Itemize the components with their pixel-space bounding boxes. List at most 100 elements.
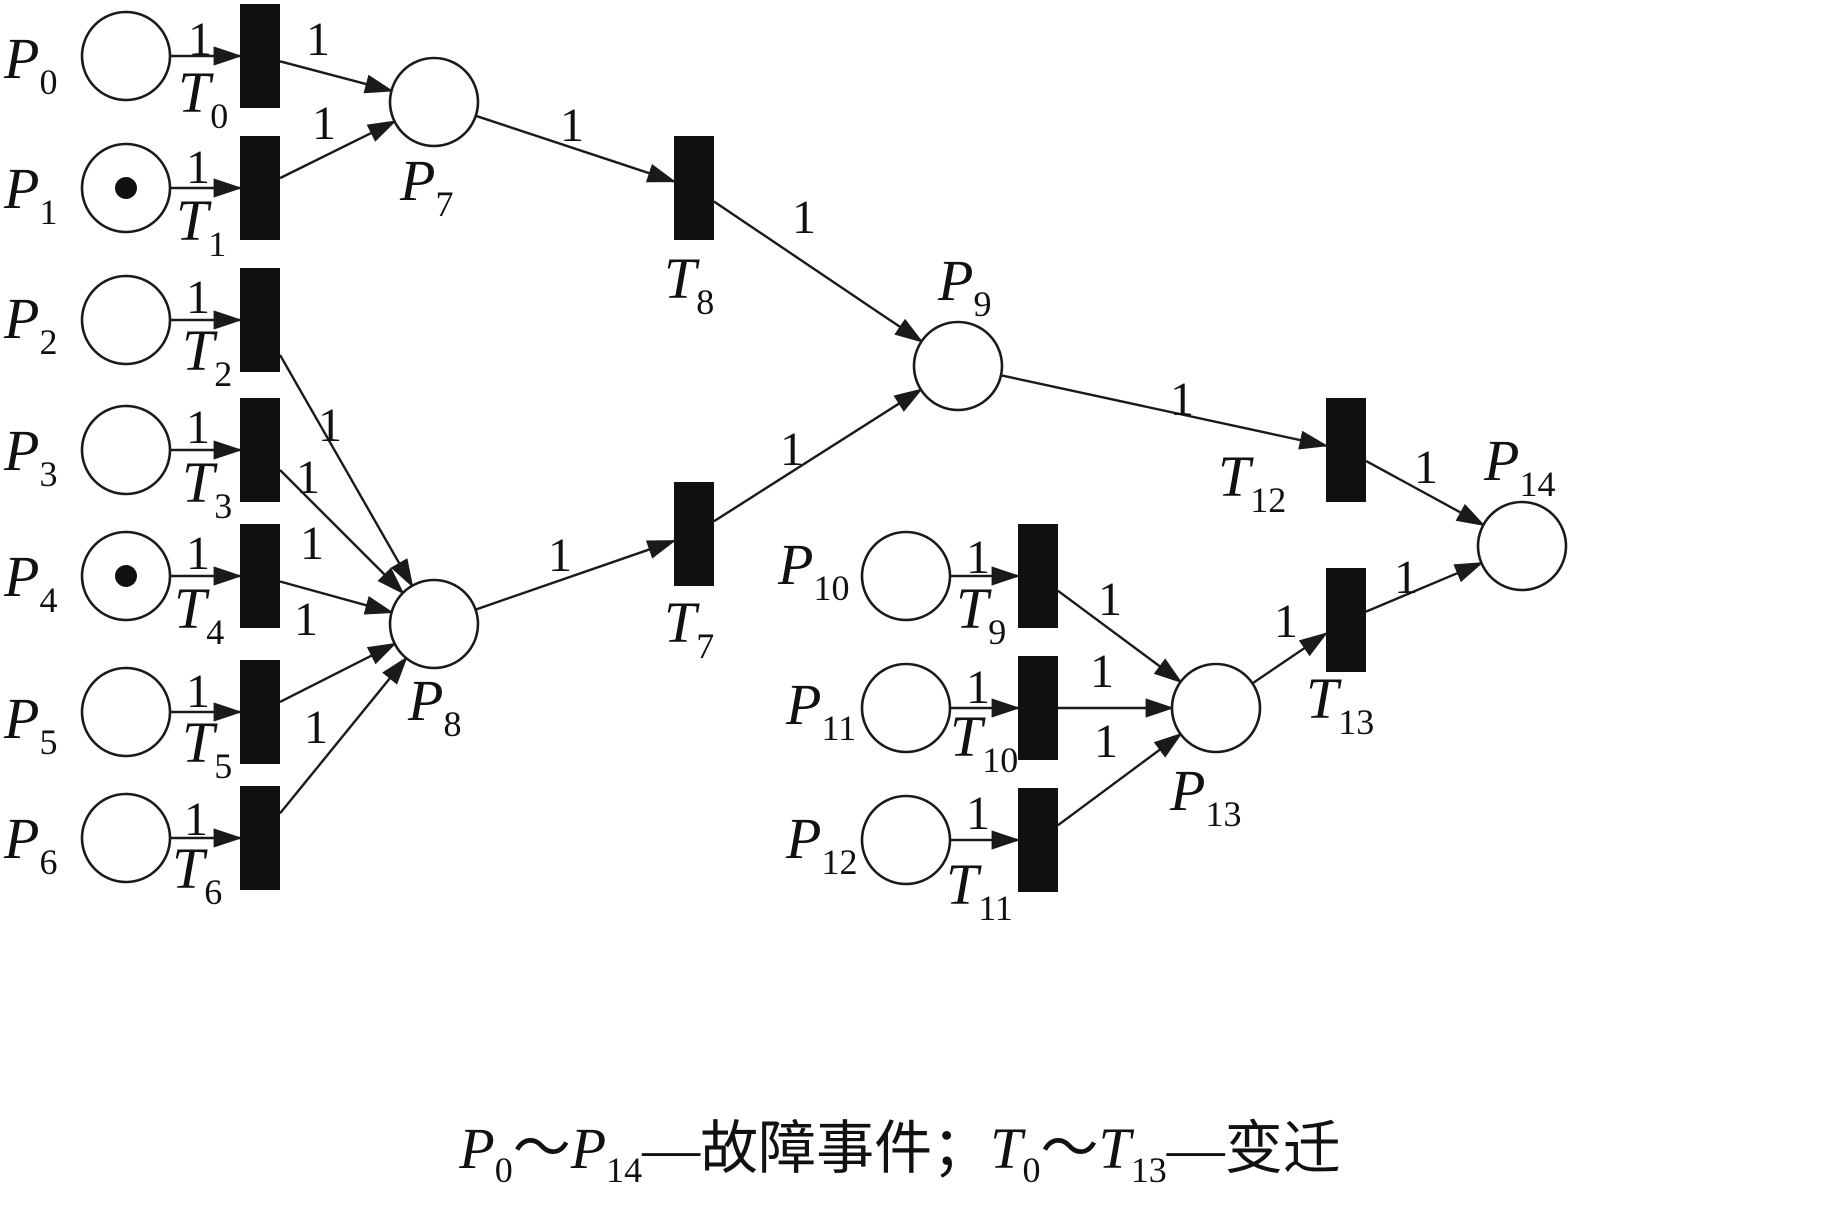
transition-label-sub: 2	[214, 354, 232, 394]
transition-t1	[240, 136, 280, 240]
caption-p-from-sub: 0	[495, 1150, 513, 1190]
transition-t8	[674, 136, 714, 240]
transition-label-sub: 0	[210, 96, 228, 136]
arc-t5-p8	[279, 642, 397, 703]
place-p13	[1170, 662, 1262, 754]
place-p8	[388, 578, 480, 670]
place-label-sub: 6	[39, 842, 57, 882]
arc-p7-t8	[475, 114, 677, 183]
place-label-p0: P0	[3, 26, 57, 102]
place-label-p7: P7	[399, 148, 453, 224]
place-label-main: P	[399, 148, 435, 213]
arc-weight-t11-p13: 1	[1094, 715, 1118, 768]
place-p14	[1476, 500, 1568, 592]
place-label-main: P	[785, 672, 821, 737]
caption-t-to-sub: 13	[1131, 1150, 1167, 1190]
transition-label-main: T	[664, 590, 700, 655]
arc-weight-t4-p8: 1	[300, 517, 324, 570]
arc-t1-p7	[279, 120, 397, 180]
transition-label-sub: 3	[214, 486, 232, 526]
arc-t9-p13	[1057, 589, 1183, 684]
transition-label-sub: 7	[696, 626, 714, 666]
transition-label-main: T	[174, 576, 210, 641]
arc-weight-t6-p8: 1	[294, 593, 318, 646]
place-label-p8: P8	[407, 668, 461, 744]
place-label-p10: P10	[777, 532, 849, 608]
place-label-p2: P2	[3, 286, 57, 362]
transition-label-sub: 12	[1250, 480, 1286, 520]
place-label-main: P	[407, 668, 443, 733]
arc-weight-t0-p7: 1	[306, 13, 330, 66]
place-label-p11: P11	[785, 672, 856, 748]
place-label-p12: P12	[785, 806, 857, 882]
place-label-main: P	[937, 248, 973, 313]
transition-label-t2: T2	[182, 318, 232, 394]
place-label-p13: P13	[1169, 758, 1241, 834]
transition-t5	[240, 660, 280, 764]
transition-label-main: T	[664, 246, 700, 311]
place-label-sub: 11	[821, 708, 856, 748]
transition-label-sub: 4	[206, 612, 224, 652]
transition-label-t8: T8	[664, 246, 714, 322]
arc-weight-p2-t2: 1	[186, 271, 210, 324]
place-label-main: P	[3, 806, 39, 871]
place-label-main: P	[1169, 758, 1205, 823]
transition-t3	[240, 398, 280, 502]
transition-t2	[240, 268, 280, 372]
arc-weight-p3-t3: 1	[186, 401, 210, 454]
transition-label-main: T	[1306, 666, 1342, 731]
arc-weight-t12-p14: 1	[1414, 441, 1438, 494]
transition-label-t13: T13	[1306, 666, 1374, 742]
place-label-sub: 12	[821, 842, 857, 882]
place-label-main: P	[3, 686, 39, 751]
transition-label-sub: 6	[204, 872, 222, 912]
arcs-layer	[170, 46, 1486, 850]
arc-weight-t1-p7: 1	[312, 97, 336, 150]
arc-p8-t7	[475, 539, 677, 611]
transition-label-main: T	[946, 852, 982, 917]
labels-layer: 1111111111111111111111111111T0T1T2T3T4T5…	[3, 13, 1555, 928]
arc-t0-p7	[279, 60, 394, 94]
caption-t-to-main: T	[1098, 1116, 1134, 1181]
arc-weight-p10-t9: 1	[966, 531, 990, 584]
place-p2	[80, 274, 172, 366]
place-label-sub: 3	[39, 454, 57, 494]
place-label-sub: 9	[973, 284, 991, 324]
arc-p13-t13	[1251, 632, 1328, 685]
arc-weight-t7-p9: 1	[780, 423, 804, 476]
place-label-main: P	[3, 156, 39, 221]
transition-label-t10: T10	[950, 704, 1018, 780]
arc-weight-p6-t6: 1	[184, 793, 208, 846]
transition-label-main: T	[176, 188, 212, 253]
transition-t4	[240, 524, 280, 628]
place-label-sub: 4	[39, 580, 57, 620]
arc-weight-p0-t0: 1	[188, 13, 212, 66]
caption-tilde-2: ～	[1040, 1116, 1098, 1181]
place-label-sub: 0	[39, 62, 57, 102]
caption-p-desc: —故障事件；	[641, 1116, 990, 1181]
arc-weight-t13-p14: 1	[1394, 551, 1418, 604]
transition-label-main: T	[182, 318, 218, 383]
transition-t0	[240, 4, 280, 108]
arc-t12-p14	[1365, 459, 1486, 527]
transition-label-t9: T9	[956, 576, 1006, 652]
arc-weight-p5-t5: 1	[186, 665, 210, 718]
place-label-sub: 7	[435, 184, 453, 224]
transition-label-t4: T4	[174, 576, 224, 652]
arc-weight-p13-t13: 1	[1274, 595, 1298, 648]
transition-label-main: T	[172, 836, 208, 901]
token-p1	[115, 177, 137, 199]
place-p12	[860, 794, 952, 886]
transition-t11	[1018, 788, 1058, 892]
place-p9	[912, 320, 1004, 412]
transition-label-main: T	[182, 450, 218, 515]
arc-t11-p13	[1057, 732, 1183, 827]
place-label-main: P	[777, 532, 813, 597]
place-label-p3: P3	[3, 418, 57, 494]
place-label-sub: 5	[39, 722, 57, 762]
transition-label-t7: T7	[664, 590, 714, 666]
place-p6	[80, 792, 172, 884]
caption-t-from-main: T	[990, 1116, 1026, 1181]
transition-label-t1: T1	[176, 188, 226, 264]
transition-label-t6: T6	[172, 836, 222, 912]
